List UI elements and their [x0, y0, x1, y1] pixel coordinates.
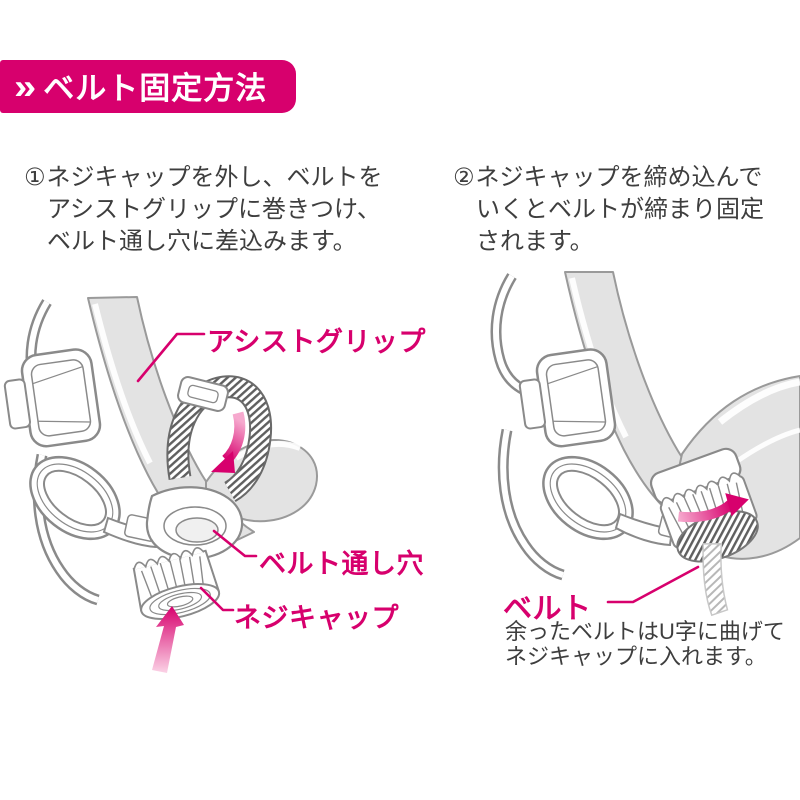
screw-cap-attached	[649, 447, 759, 563]
mount-loop	[542, 455, 634, 541]
mount-bracket	[3, 348, 102, 448]
insert-arrow	[152, 606, 184, 673]
belt-through-hole-shape	[175, 517, 219, 543]
belt-through-hole-label: ベルト通し穴	[259, 549, 424, 579]
wrap-direction-arrow	[211, 411, 246, 473]
double-chevron-icon: »	[14, 67, 37, 106]
section-title: ベルト固定方法	[43, 70, 268, 106]
mount-straps	[25, 299, 100, 606]
step-2-line-1: ②ネジキャップを締め込んで	[453, 164, 763, 191]
step-1-line-1: ①ネジキャップを外し、ベルトを	[24, 164, 383, 191]
belt-note-line-2: ネジキャップに入れます。	[505, 644, 767, 669]
step-2-number: ②	[453, 164, 475, 191]
belt-tail	[702, 543, 729, 617]
step-2-text: ②ネジキャップを締め込んで いくとベルトが締まり固定 されます。	[453, 162, 764, 258]
section-banner: » ベルト固定方法	[0, 60, 296, 113]
belt-note-line-1: 余ったベルトはU字に曲げて	[505, 619, 785, 644]
illustration-step2	[490, 271, 800, 617]
mount-loop	[29, 455, 121, 541]
step-2-line-3: されます。	[476, 228, 594, 255]
mount-straps	[490, 273, 565, 581]
belt-label: ベルト	[503, 593, 592, 625]
step-2-line-2: いくとベルトが締まり固定	[476, 196, 764, 223]
step-1-text: ①ネジキャップを外し、ベルトを アシストグリップに巻きつけ、 ベルト通し穴に差込…	[24, 162, 383, 258]
illustration-step1	[3, 296, 318, 673]
wrapped-belt	[166, 375, 273, 503]
mount-bracket	[518, 348, 617, 448]
step-1-line-2: アシストグリップに巻きつけ、	[47, 196, 381, 223]
screw-cap-label: ネジキャップ	[234, 603, 399, 633]
step-1-line-3: ベルト通し穴に差込みます。	[47, 228, 357, 255]
step-1-number: ①	[24, 164, 46, 191]
rotate-arrow	[677, 493, 749, 523]
belt-hole-mount	[145, 486, 244, 560]
belt-note: 余ったベルトはU字に曲げて ネジキャップに入れます。	[505, 619, 785, 669]
assist-grip-label: アシストグリップ	[207, 327, 426, 357]
belt-buckle	[177, 376, 229, 412]
